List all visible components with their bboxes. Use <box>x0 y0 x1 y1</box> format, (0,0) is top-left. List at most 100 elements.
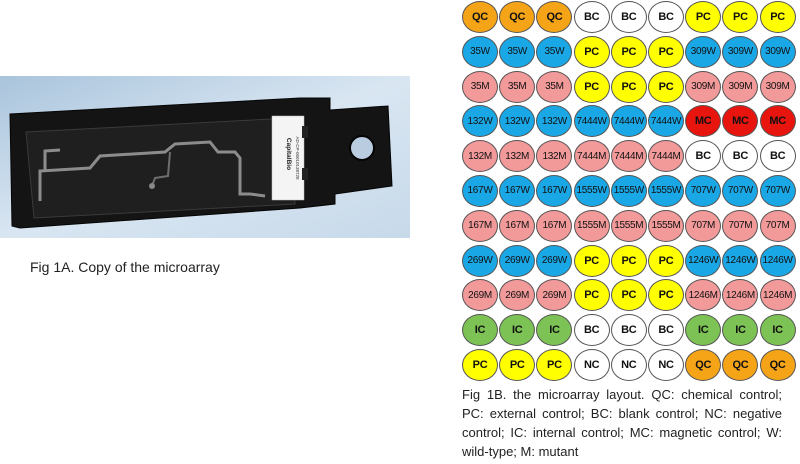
spot-132m: 132M <box>462 140 498 173</box>
spot-qc: QC <box>759 348 796 381</box>
spot-pc: PC <box>573 279 610 312</box>
spot-mc: MC <box>685 105 722 138</box>
spot-167w: 167W <box>499 174 536 207</box>
spot-qc: QC <box>685 348 722 381</box>
microarray-chip-image: CapitalBio AD-CP-06010138728 <box>0 76 410 238</box>
spot-35w: 35W <box>536 35 573 68</box>
spot-1246w: 1246W <box>685 244 722 277</box>
spot-1555m: 1555M <box>648 209 684 242</box>
spot-7444m: 7444M <box>573 140 610 173</box>
spot-309m: 309M <box>759 70 796 103</box>
spot-bc: BC <box>648 314 684 347</box>
spot-pc: PC <box>610 279 647 312</box>
spot-309w: 309W <box>685 35 722 68</box>
spot-167m: 167M <box>499 209 536 242</box>
spot-qc: QC <box>722 348 759 381</box>
spot-pc: PC <box>610 70 647 103</box>
spot-nc: NC <box>573 348 610 381</box>
spot-7444m: 7444M <box>648 140 684 173</box>
spot-ic: IC <box>536 314 573 347</box>
spot-1555m: 1555M <box>573 209 610 242</box>
spot-nc: NC <box>610 348 647 381</box>
spot-167w: 167W <box>536 174 573 207</box>
spot-132m: 132M <box>536 140 573 173</box>
spot-707m: 707M <box>685 209 722 242</box>
spot-35m: 35M <box>462 70 498 103</box>
spot-pc: PC <box>722 1 759 33</box>
spot-1246w: 1246W <box>722 244 759 277</box>
spot-132w: 132W <box>462 105 498 138</box>
fig1b-caption: Fig 1B. the microarray layout. QC: chemi… <box>462 387 782 459</box>
spot-269m: 269M <box>536 279 573 312</box>
spot-1246w: 1246W <box>759 244 796 277</box>
spot-132w: 132W <box>536 105 573 138</box>
spot-1555w: 1555W <box>573 174 610 207</box>
spot-qc: QC <box>536 1 573 33</box>
microarray-photo: CapitalBio AD-CP-06010138728 <box>0 76 410 238</box>
spot-132m: 132M <box>499 140 536 173</box>
spot-309m: 309M <box>722 70 759 103</box>
spot-707w: 707W <box>722 174 759 207</box>
spot-1555m: 1555M <box>610 209 647 242</box>
spot-pc: PC <box>573 35 610 68</box>
spot-35m: 35M <box>536 70 573 103</box>
spot-7444w: 7444W <box>573 105 610 138</box>
chip-label-code: AD-CP-06010138728 <box>295 136 300 180</box>
spot-707w: 707W <box>759 174 796 207</box>
spot-309m: 309M <box>685 70 722 103</box>
spot-35w: 35W <box>462 35 498 68</box>
spot-269m: 269M <box>462 279 498 312</box>
spot-nc: NC <box>648 348 684 381</box>
spot-pc: PC <box>648 35 684 68</box>
spot-ic: IC <box>462 314 498 347</box>
spot-707m: 707M <box>722 209 759 242</box>
spot-bc: BC <box>722 140 759 173</box>
spot-309w: 309W <box>722 35 759 68</box>
spot-167m: 167M <box>536 209 573 242</box>
chip-label-sticker: CapitalBio AD-CP-06010138728 <box>271 115 305 201</box>
spot-ic: IC <box>722 314 759 347</box>
spot-269w: 269W <box>462 244 498 277</box>
spot-ic: IC <box>499 314 536 347</box>
spot-1555w: 1555W <box>610 174 647 207</box>
spot-pc: PC <box>536 348 573 381</box>
spot-167m: 167M <box>462 209 498 242</box>
spot-ic: IC <box>685 314 722 347</box>
spot-167w: 167W <box>462 174 498 207</box>
spot-pc: PC <box>685 1 722 33</box>
spot-707m: 707M <box>759 209 796 242</box>
spot-qc: QC <box>499 1 536 33</box>
spot-269m: 269M <box>499 279 536 312</box>
spot-pc: PC <box>648 279 684 312</box>
spot-pc: PC <box>573 244 610 277</box>
spot-35m: 35M <box>499 70 536 103</box>
spot-qc: QC <box>462 1 498 33</box>
spot-35w: 35W <box>499 35 536 68</box>
spot-ic: IC <box>759 314 796 347</box>
spot-pc: PC <box>648 70 684 103</box>
spot-1246m: 1246M <box>722 279 759 312</box>
spot-pc: PC <box>759 1 796 33</box>
spot-707w: 707W <box>685 174 722 207</box>
spot-pc: PC <box>648 244 684 277</box>
spot-bc: BC <box>573 314 610 347</box>
spot-pc: PC <box>462 348 498 381</box>
spot-bc: BC <box>685 140 722 173</box>
spot-1246m: 1246M <box>685 279 722 312</box>
spot-269w: 269W <box>499 244 536 277</box>
spot-bc: BC <box>610 1 647 33</box>
spot-7444w: 7444W <box>610 105 647 138</box>
spot-bc: BC <box>648 1 684 33</box>
spot-pc: PC <box>610 244 647 277</box>
